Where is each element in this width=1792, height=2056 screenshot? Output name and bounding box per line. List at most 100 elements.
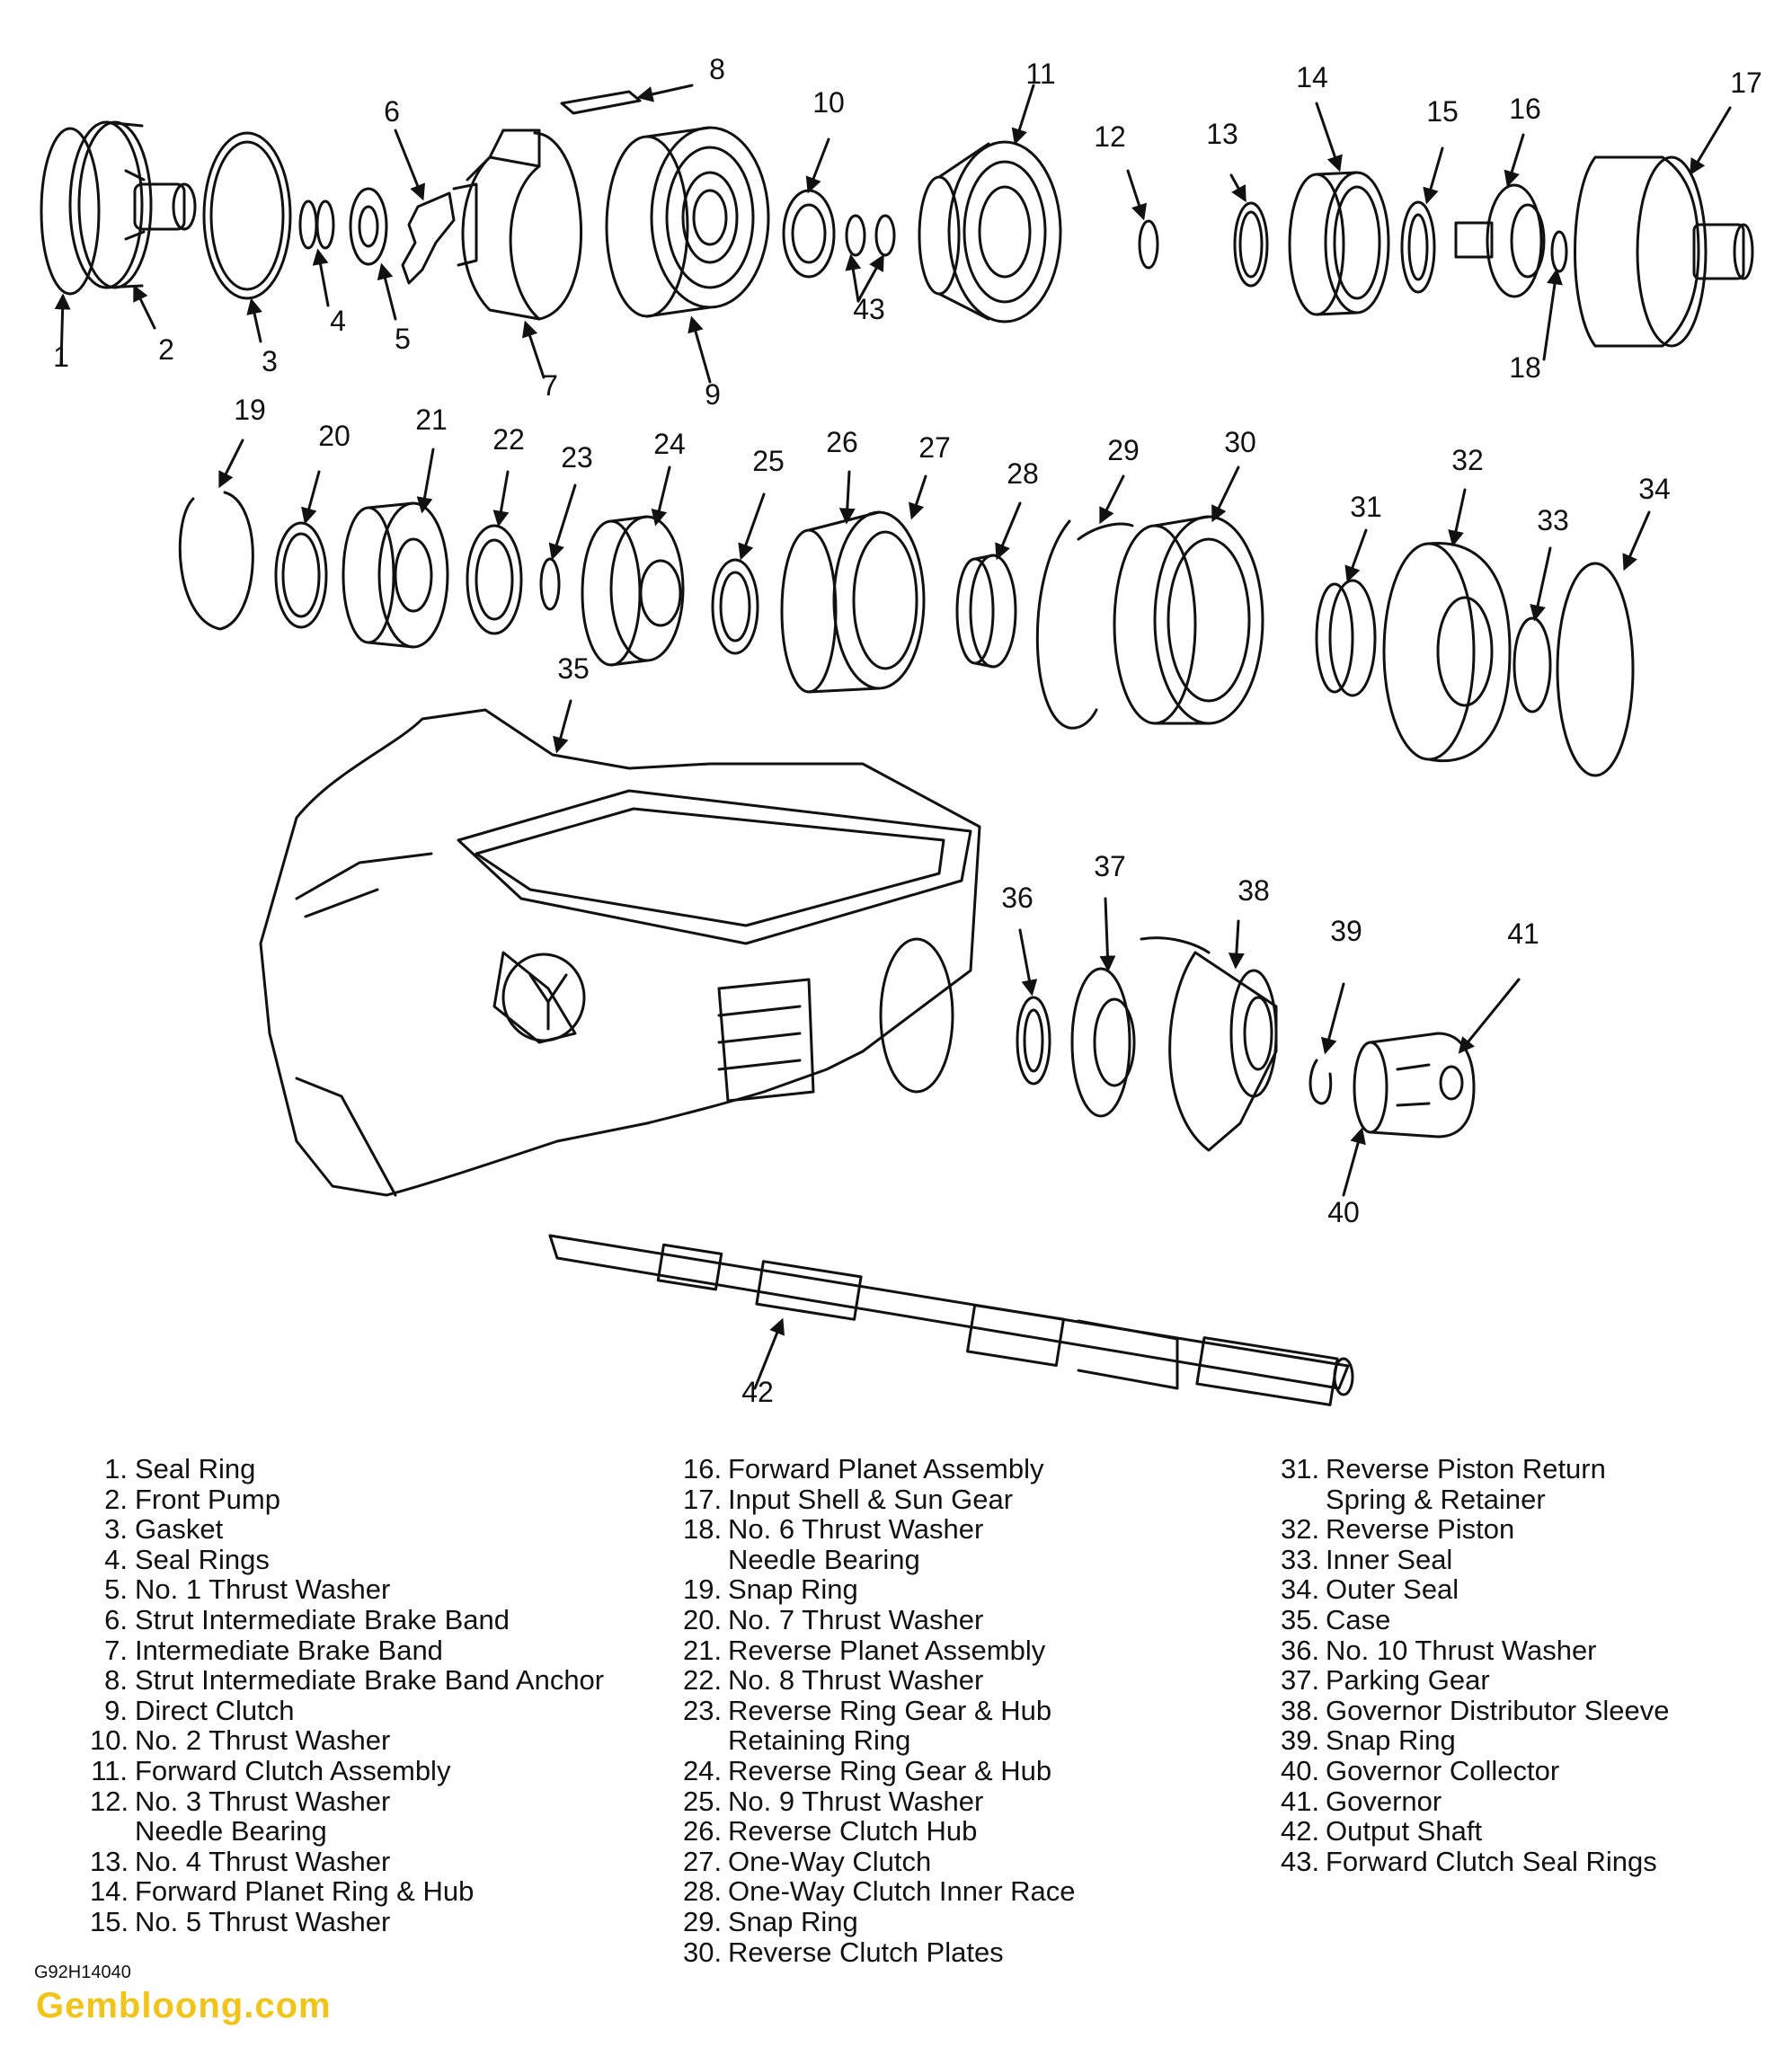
legend-text: Direct Clutch <box>135 1694 295 1726</box>
callout-41: 41 <box>1507 917 1539 950</box>
callout-9: 9 <box>705 378 721 411</box>
legend-number: 3. <box>104 1513 128 1546</box>
watermark: Gembloong.com <box>36 1986 332 2025</box>
legend-number: 20. <box>683 1603 723 1635</box>
part-34-outer-seal <box>1557 563 1633 775</box>
legend-column-3: 31.Reverse Piston Return00.Spring & Reta… <box>1281 1454 1784 1876</box>
legend-text: Forward Planet Assembly <box>728 1453 1044 1484</box>
legend-text: Reverse Piston <box>1326 1513 1515 1546</box>
legend-number: 18. <box>683 1513 723 1546</box>
callout-19: 19 <box>234 394 266 426</box>
legend-item: 22.No. 8 Thrust Washer <box>683 1665 1258 1696</box>
legend-item: 9.Direct Clutch <box>90 1696 647 1726</box>
legend-item: 7.Intermediate Brake Band <box>90 1635 647 1666</box>
legend-item: 21.Reverse Planet Assembly <box>683 1635 1258 1666</box>
legend-item: 15.No. 5 Thrust Washer <box>90 1907 647 1937</box>
legend-item: 39.Snap Ring <box>1281 1725 1784 1756</box>
legend-item: 37.Parking Gear <box>1281 1665 1784 1696</box>
legend-item: 32.Reverse Piston <box>1281 1514 1784 1545</box>
callout-18: 18 <box>1509 351 1541 384</box>
legend-text: Reverse Ring Gear & Hub <box>728 1694 1052 1726</box>
legend-number: 26. <box>683 1815 723 1848</box>
legend-text: Needle Bearing <box>135 1815 327 1848</box>
legend-number: 6. <box>104 1603 128 1635</box>
legend-item: 8.Strut Intermediate Brake Band Anchor <box>90 1665 647 1696</box>
callout-39: 39 <box>1330 915 1362 947</box>
callout-27: 27 <box>918 431 951 464</box>
legend-number: 15. <box>90 1905 129 1937</box>
legend-number: 2. <box>104 1483 128 1515</box>
part-20-thrust-washer <box>276 523 326 627</box>
legend-number: 12. <box>90 1785 129 1817</box>
legend-number: 10. <box>90 1724 129 1757</box>
legend-item: 00.Needle Bearing <box>90 1816 647 1847</box>
callout-24: 24 <box>653 428 686 460</box>
legend-text: No. 10 Thrust Washer <box>1326 1634 1597 1666</box>
legend-item: 23.Reverse Ring Gear & Hub <box>683 1696 1258 1726</box>
legend-text: Reverse Clutch Hub <box>728 1815 978 1848</box>
legend-text: Spring & Retainer <box>1326 1483 1546 1515</box>
part-28-inner-race <box>957 555 1016 667</box>
callout-14: 14 <box>1296 61 1328 93</box>
legend-number: 30. <box>683 1936 723 1968</box>
callout-33: 33 <box>1537 504 1569 536</box>
callout-1: 1 <box>53 341 69 373</box>
callout-6: 6 <box>384 95 400 128</box>
callout-17: 17 <box>1730 66 1762 99</box>
legend-text: One-Way Clutch <box>728 1845 932 1877</box>
legend-item: 17.Input Shell & Sun Gear <box>683 1484 1258 1515</box>
part-7-brake-band <box>454 130 581 319</box>
part-17-input-shell <box>1575 157 1753 346</box>
legend-text: Forward Planet Ring & Hub <box>135 1875 475 1908</box>
callout-40: 40 <box>1327 1196 1360 1228</box>
legend-number: 36. <box>1281 1634 1320 1666</box>
legend-text: No. 1 Thrust Washer <box>135 1573 391 1606</box>
legend-text: Governor Distributor Sleeve <box>1326 1694 1670 1726</box>
part-40-41-governor <box>1354 1033 1474 1137</box>
part-23-retaining-ring <box>541 559 559 609</box>
legend-number: 37. <box>1281 1664 1320 1697</box>
part-12-thrust-washer <box>1140 221 1158 268</box>
callout-36: 36 <box>1001 882 1034 914</box>
callout-22: 22 <box>492 423 525 456</box>
legend-item: 41.Governor <box>1281 1786 1784 1817</box>
legend-number: 16. <box>683 1453 723 1484</box>
legend-number: 8. <box>104 1664 128 1697</box>
legend-item: 26.Reverse Clutch Hub <box>683 1816 1258 1847</box>
legend-item: 00.Retaining Ring <box>683 1725 1258 1756</box>
legend-item: 00.Spring & Retainer <box>1281 1484 1784 1515</box>
callout-34: 34 <box>1638 473 1671 505</box>
legend-text: One-Way Clutch Inner Race <box>728 1875 1076 1908</box>
legend-item: 36.No. 10 Thrust Washer <box>1281 1635 1784 1666</box>
legend-number: 5. <box>104 1573 128 1606</box>
callout-23: 23 <box>561 441 593 474</box>
legend-text: Intermediate Brake Band <box>135 1634 443 1666</box>
callout-21: 21 <box>415 403 448 436</box>
part-30-clutch-plates <box>1114 517 1263 723</box>
legend-text: Reverse Ring Gear & Hub <box>728 1754 1052 1786</box>
part-11-forward-clutch <box>919 142 1060 322</box>
legend-number: 31. <box>1281 1453 1320 1484</box>
legend-item: 00.Needle Bearing <box>683 1545 1258 1575</box>
part-6-strut <box>403 193 454 283</box>
part-36-thrust-washer <box>1017 997 1050 1084</box>
callout-20: 20 <box>318 420 350 452</box>
legend-item: 1.Seal Ring <box>90 1454 647 1484</box>
legend-number: 7. <box>104 1634 128 1666</box>
legend-text: No. 5 Thrust Washer <box>135 1905 391 1937</box>
legend-text: No. 8 Thrust Washer <box>728 1664 984 1697</box>
callout-16: 16 <box>1509 93 1541 125</box>
legend-text: Reverse Piston Return <box>1326 1453 1606 1484</box>
callout-15: 15 <box>1426 95 1459 128</box>
part-39-snap-ring <box>1310 1060 1331 1103</box>
legend-item: 5.No. 1 Thrust Washer <box>90 1574 647 1605</box>
part-8-anchor <box>562 92 640 113</box>
callout-12: 12 <box>1094 120 1126 153</box>
legend-item: 40.Governor Collector <box>1281 1756 1784 1786</box>
callout-3: 3 <box>262 345 278 377</box>
legend-number: 17. <box>683 1483 723 1515</box>
legend-item: 14.Forward Planet Ring & Hub <box>90 1876 647 1907</box>
legend-item: 34.Outer Seal <box>1281 1574 1784 1605</box>
legend-text: Forward Clutch Assembly <box>135 1754 451 1786</box>
legend-number: 24. <box>683 1754 723 1786</box>
